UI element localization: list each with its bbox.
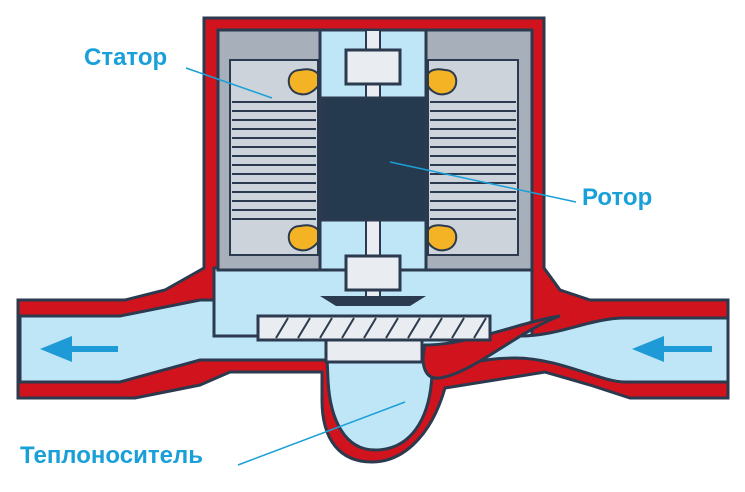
motor (216, 28, 534, 306)
impeller-blade (407, 317, 421, 339)
winding-bottom-right (427, 224, 458, 252)
leader-coolant (237, 401, 406, 466)
leader-rotor (389, 161, 577, 203)
impeller-blade (385, 317, 399, 339)
bearing-bracket (320, 296, 426, 306)
impeller-blade (341, 317, 355, 339)
impeller-blades (256, 314, 492, 342)
winding-top-right (427, 68, 458, 96)
rotor (320, 96, 428, 222)
flow-arrow-left (40, 336, 118, 362)
impeller-blade (451, 317, 465, 339)
impeller-blade (363, 317, 377, 339)
impeller-blade (275, 317, 289, 339)
leader-stator (185, 67, 273, 99)
top-bearing (344, 48, 402, 86)
winding-top-left (287, 68, 319, 96)
impeller-blade (297, 317, 311, 339)
impeller (256, 314, 492, 364)
label-stator: Статор (84, 44, 168, 71)
impeller-blade (473, 317, 487, 339)
impeller-blade (429, 317, 443, 339)
stator-laminations-left (232, 101, 316, 220)
label-coolant: Теплоноситель (20, 442, 203, 469)
impeller-hub (324, 338, 424, 364)
winding-bottom-left (287, 224, 319, 252)
flow-arrow-right (632, 336, 712, 362)
label-rotor: Ротор (582, 184, 653, 211)
bottom-bearing (344, 254, 402, 292)
impeller-blade (319, 317, 333, 339)
